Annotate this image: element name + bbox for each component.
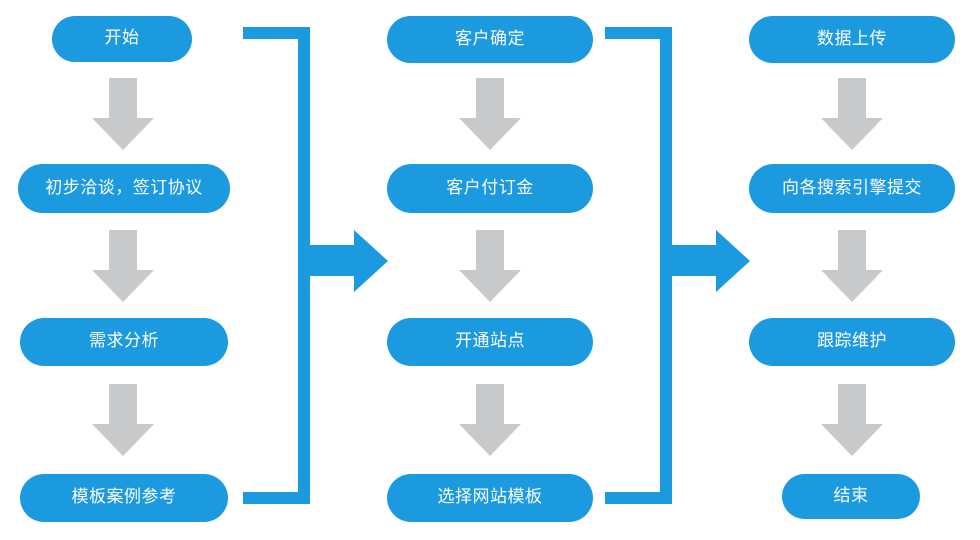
arrow-down-2-3-icon [459, 384, 521, 456]
connector-col1-to-col2 [238, 22, 393, 508]
arrow-down-3-2-icon [821, 230, 883, 302]
arrow-down-3-1-icon [821, 78, 883, 150]
process-node[interactable]: 数据上传 [749, 16, 955, 63]
process-node[interactable]: 客户确定 [387, 16, 593, 63]
process-node[interactable]: 选择网站模板 [387, 474, 593, 522]
arrow-down-1-1-icon [92, 78, 154, 150]
process-node[interactable]: 客户付订金 [387, 164, 593, 213]
process-node[interactable]: 开始 [52, 16, 192, 62]
arrow-down-1-2-icon [92, 230, 154, 302]
process-node[interactable]: 初步洽谈，签订协议 [18, 164, 230, 213]
arrow-down-1-3-icon [92, 384, 154, 456]
process-node[interactable]: 开通站点 [387, 318, 593, 366]
arrow-down-2-2-icon [459, 230, 521, 302]
connector-col2-to-col3 [600, 22, 755, 508]
process-node[interactable]: 模板案例参考 [20, 474, 228, 522]
process-node[interactable]: 跟踪维护 [749, 318, 955, 366]
arrow-down-3-3-icon [821, 384, 883, 456]
process-node[interactable]: 结束 [782, 474, 920, 519]
process-node[interactable]: 向各搜索引擎提交 [749, 164, 955, 213]
arrow-down-2-1-icon [459, 78, 521, 150]
process-node[interactable]: 需求分析 [20, 318, 228, 366]
